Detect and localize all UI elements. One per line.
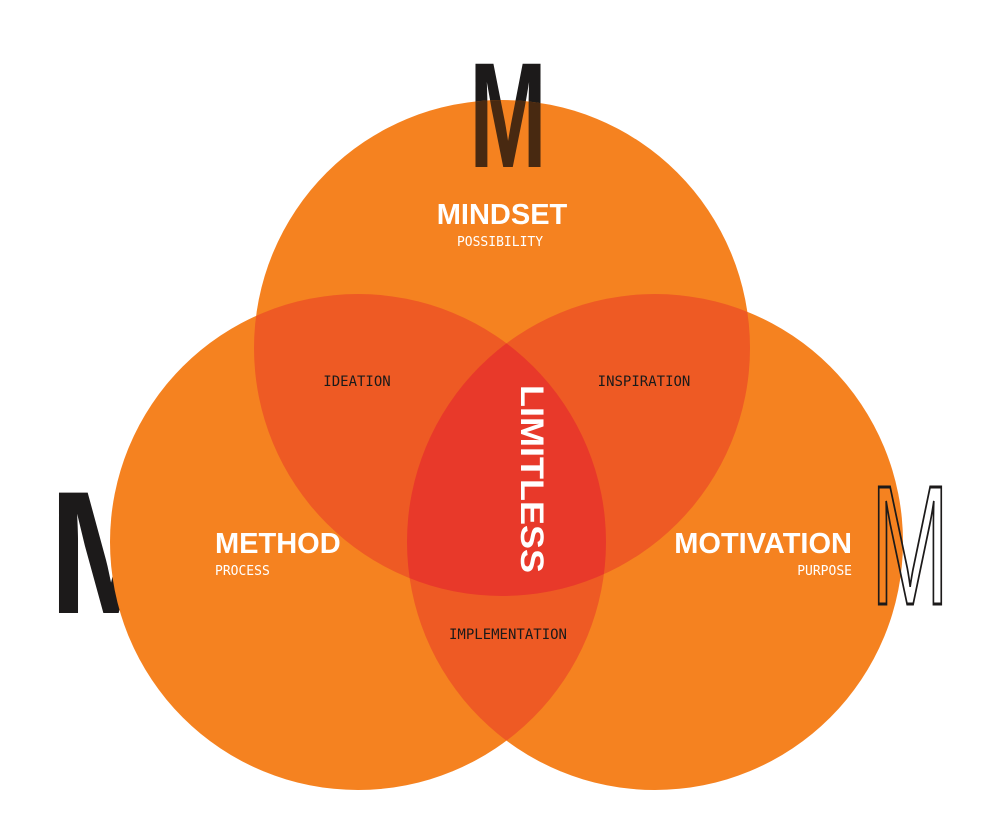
mindset-title: MINDSET — [437, 199, 568, 231]
ideation-label: IDEATION — [323, 374, 390, 390]
implementation-label: IMPLEMENTATION — [449, 627, 567, 643]
limitless-label: LIMITLESS — [513, 385, 549, 573]
method-subtitle: PROCESS — [215, 564, 270, 579]
motivation-subtitle: PURPOSE — [797, 564, 852, 579]
mindset-subtitle: POSSIBILITY — [457, 235, 543, 250]
inspiration-label: INSPIRATION — [598, 374, 691, 390]
overlap-center-region — [407, 294, 606, 596]
letter-m-top-overlay: M — [469, 32, 546, 199]
letter-m-right: M — [871, 452, 949, 642]
method-title: METHOD — [215, 528, 341, 560]
motivation-title: MOTIVATION — [674, 528, 852, 560]
